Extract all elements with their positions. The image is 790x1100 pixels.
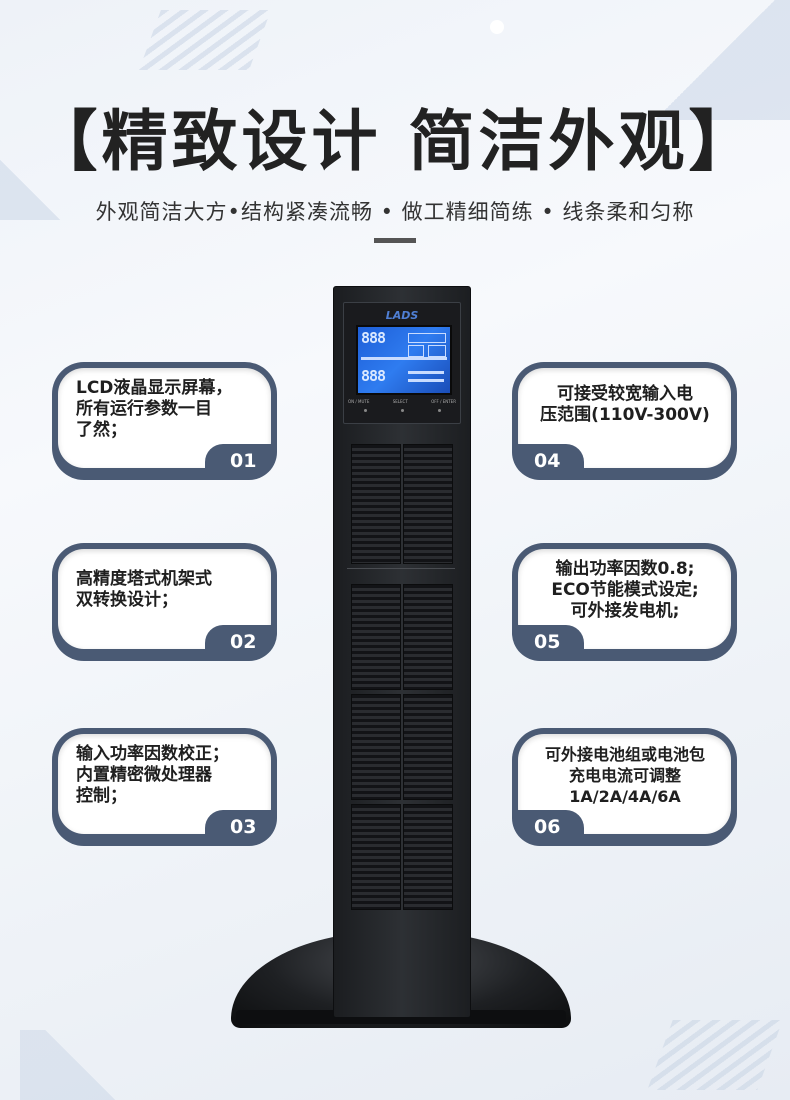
brand-logo: LADS	[385, 309, 419, 322]
vent-grille	[351, 694, 401, 800]
feature-number: 01	[230, 450, 257, 472]
feature-number: 03	[230, 816, 257, 838]
lcd-screen: 888 888	[356, 325, 452, 395]
feature-text: 输入功率因数校正； 内置精密微处理器 控制；	[76, 744, 229, 806]
feature-number: 06	[534, 816, 561, 838]
feature-text: 可接受较宽输入电 压范围(110V-300V)	[540, 384, 710, 425]
vent-grille	[351, 804, 401, 910]
feature-number-tab	[205, 444, 277, 480]
lcd-level-bar	[408, 371, 444, 374]
feature-number-tab	[512, 810, 584, 846]
lcd-bar	[361, 357, 447, 360]
feature-card-03: 输入功率因数校正； 内置精密微处理器 控制； 03	[52, 728, 277, 846]
button-label-on: ON / MUTE	[348, 399, 370, 404]
power-button[interactable]	[364, 409, 367, 412]
feature-card-06: 可外接电池组或电池包 充电电流可调整 1A/2A/4A/6A 06	[512, 728, 737, 846]
vent-grille	[403, 444, 453, 564]
feature-number-tab	[205, 625, 277, 661]
feature-number: 05	[534, 631, 561, 653]
button-label-off: OFF / ENTER	[431, 399, 456, 404]
feature-number-tab	[512, 625, 584, 661]
decor-circle	[490, 20, 504, 34]
feature-text: 高精度塔式机架式 双转换设计；	[76, 569, 212, 610]
lcd-level-bar	[408, 379, 444, 382]
button-label-select: SELECT	[392, 399, 408, 404]
decor-triangle-bottom-left	[20, 1030, 140, 1100]
feature-card-04: 可接受较宽输入电 压范围(110V-300V) 04	[512, 362, 737, 480]
vent-grille	[351, 444, 401, 564]
feature-number: 02	[230, 631, 257, 653]
vent-grille	[351, 584, 401, 690]
feature-text: 输出功率因数0.8; ECO节能模式设定; 可外接发电机;	[551, 559, 699, 621]
button-labels: ON / MUTE SELECT OFF / ENTER	[348, 399, 456, 404]
lcd-panel: LADS 888 888 ON / MUTE SELECT OFF / ENTE…	[343, 302, 461, 424]
lcd-load-icon	[408, 345, 424, 357]
enter-button[interactable]	[438, 409, 441, 412]
decor-stripes-top	[139, 10, 271, 70]
feature-number-tab	[512, 444, 584, 480]
feature-card-01: LCD液晶显示屏幕， 所有运行参数一目 了然； 01	[52, 362, 277, 480]
ups-tower: LADS 888 888 ON / MUTE SELECT OFF / ENTE…	[333, 286, 471, 1024]
lcd-digits-bottom: 888	[361, 367, 386, 385]
feature-number-tab	[205, 810, 277, 846]
vent-grille	[403, 804, 453, 910]
lcd-output-icon	[428, 345, 446, 357]
feature-text: LCD液晶显示屏幕， 所有运行参数一目 了然；	[76, 378, 233, 440]
page-title: 【精致设计 简洁外观】	[31, 103, 759, 180]
feature-card-02: 高精度塔式机架式 双转换设计； 02	[52, 543, 277, 661]
feature-text: 可外接电池组或电池包 充电电流可调整 1A/2A/4A/6A	[544, 745, 705, 806]
feature-number: 04	[534, 450, 561, 472]
vent-grille	[403, 584, 453, 690]
feature-card-05: 输出功率因数0.8; ECO节能模式设定; 可外接发电机; 05	[512, 543, 737, 661]
vent-grille	[403, 694, 453, 800]
panel-seam	[347, 568, 455, 569]
select-button[interactable]	[401, 409, 404, 412]
decor-stripes-bottom-right	[647, 1020, 783, 1090]
lcd-battery-icon	[408, 333, 446, 343]
title-divider	[374, 238, 416, 243]
page-subtitle: 外观简洁大方•结构紧凑流畅 • 做工精细简练 • 线条柔和匀称	[95, 200, 695, 224]
lcd-digits-top: 888	[361, 329, 386, 347]
